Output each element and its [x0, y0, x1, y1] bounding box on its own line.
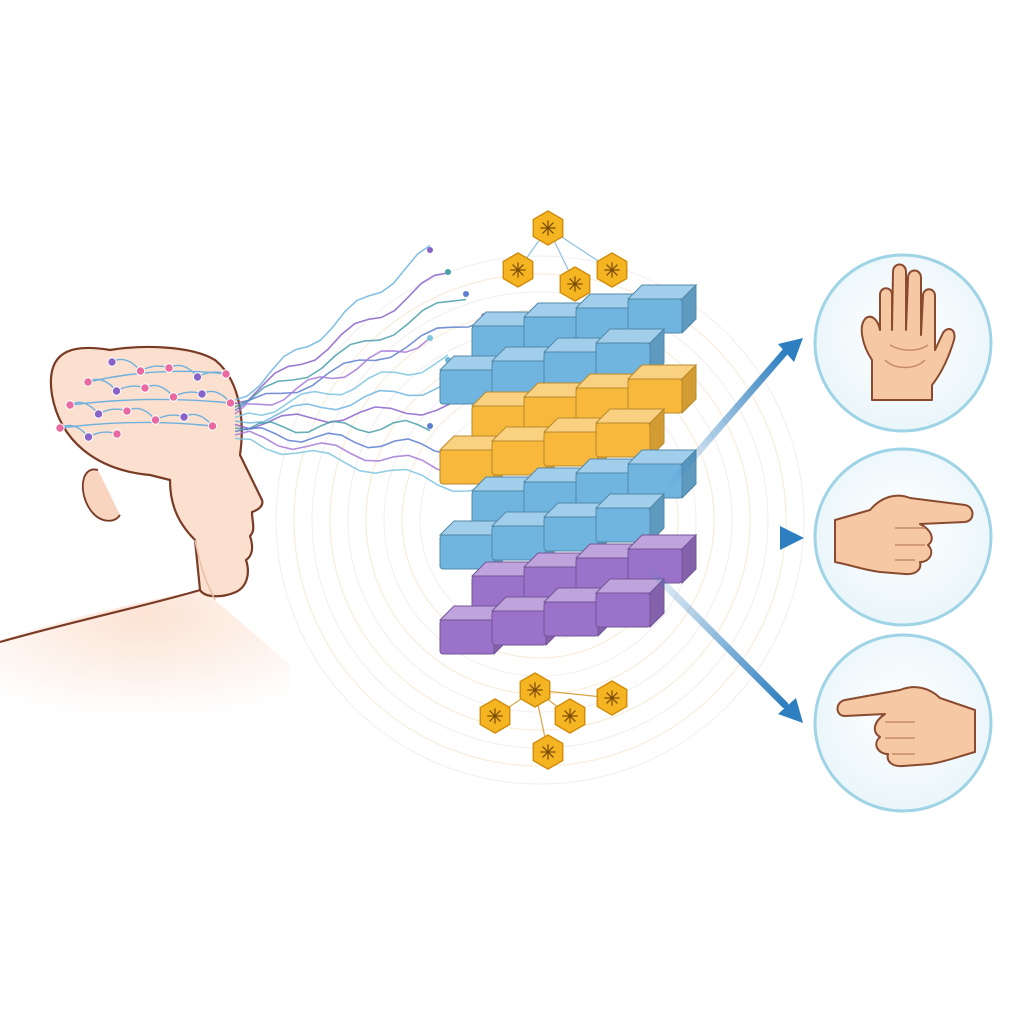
point-left-icon — [836, 686, 976, 768]
hex-node — [502, 252, 534, 288]
hex-node — [596, 680, 628, 716]
electrode — [122, 406, 132, 416]
electrode — [207, 421, 218, 431]
arrow-to-open-palm — [661, 348, 789, 494]
network-layer-1 — [438, 283, 698, 406]
human-head — [0, 345, 290, 720]
electrode — [93, 409, 104, 419]
electrode — [83, 377, 93, 387]
electrode — [179, 412, 189, 422]
electrode — [140, 383, 150, 393]
electrode — [164, 363, 174, 373]
background-ring — [275, 255, 805, 785]
neural-network-stack — [438, 283, 698, 656]
electrode — [197, 389, 207, 399]
wave-endpoint — [463, 291, 469, 297]
hex-node — [479, 698, 511, 734]
hex-node — [596, 252, 628, 288]
hex-node-clusters — [479, 210, 628, 770]
network-cube — [438, 354, 510, 406]
wave-endpoint — [427, 423, 433, 429]
network-cube — [594, 577, 666, 629]
electrode — [55, 423, 65, 433]
eeg-electrode-cap — [55, 357, 236, 442]
signal-wave — [234, 375, 467, 424]
electrode — [150, 415, 161, 425]
ear — [81, 468, 121, 522]
electrode — [83, 432, 94, 442]
electrode-wire — [69, 398, 231, 406]
gesture-output-point-left — [813, 633, 993, 813]
network-cube — [626, 283, 698, 335]
output-arrows — [636, 338, 804, 723]
hex-node — [554, 698, 586, 734]
arrow-head-up-icon — [778, 338, 803, 362]
electrode — [107, 357, 117, 367]
hex-node — [532, 210, 564, 246]
signal-wave — [234, 298, 467, 408]
network-layer-4 — [438, 533, 698, 656]
gesture-output-open-palm — [813, 253, 993, 433]
wave-endpoint — [427, 335, 433, 341]
signal-wave — [234, 244, 431, 401]
network-layer-2 — [438, 363, 698, 486]
electrode — [111, 386, 122, 396]
electrode — [65, 400, 75, 410]
electrode-wire — [59, 421, 213, 429]
wave-endpoint — [445, 269, 451, 275]
network-layer-3 — [438, 448, 698, 571]
network-cube — [626, 363, 698, 415]
signal-wave — [234, 437, 485, 493]
signal-wave — [234, 398, 485, 430]
hex-node — [519, 672, 551, 708]
signal-wave — [234, 272, 449, 405]
gesture-output-point-right — [813, 447, 993, 627]
electrode — [225, 398, 236, 408]
open-palm-icon — [860, 263, 956, 401]
signal-wave — [234, 430, 467, 475]
arrow-head-down-icon — [778, 698, 803, 723]
electrode-wire — [87, 370, 227, 383]
signal-wave — [234, 337, 431, 415]
background-ring — [293, 273, 787, 767]
electrode — [221, 369, 231, 379]
wave-endpoint — [427, 247, 433, 253]
arrow-head-right-icon — [780, 526, 804, 550]
arrow-to-point-left — [636, 556, 789, 709]
signal-wave — [234, 320, 485, 412]
signal-wave — [234, 426, 449, 455]
neck-shade — [194, 539, 216, 601]
signal-wave — [234, 354, 449, 419]
electrode — [168, 392, 179, 402]
hex-node — [559, 266, 591, 302]
hex-node — [532, 734, 564, 770]
electrode — [135, 366, 146, 376]
electrode — [192, 372, 203, 382]
point-right-icon — [834, 494, 974, 576]
head-silhouette — [0, 345, 264, 644]
electrode — [112, 429, 122, 439]
signal-wave — [234, 419, 431, 434]
network-cube — [594, 407, 666, 459]
shoulders — [0, 590, 290, 720]
network-cube — [594, 492, 666, 544]
